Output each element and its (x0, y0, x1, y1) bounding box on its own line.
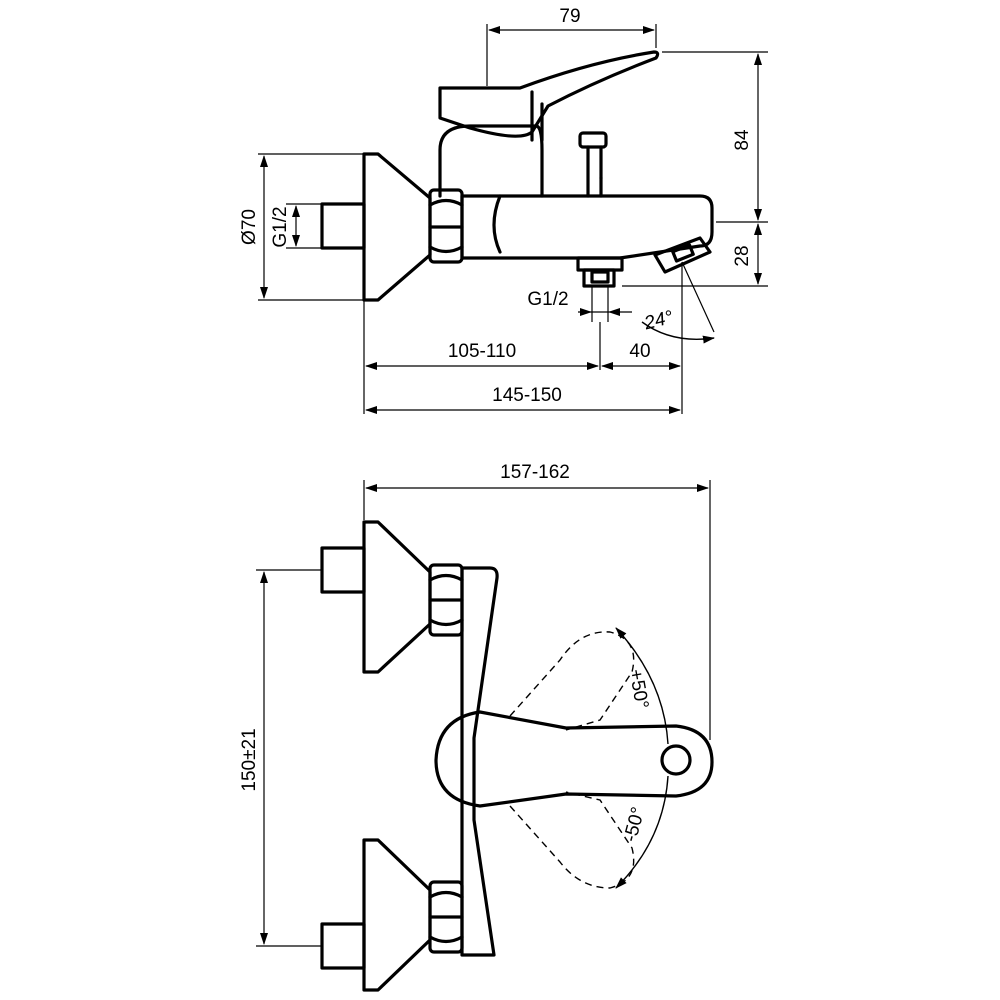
side-view: 79 84 28 Ø70 G1/2 (239, 6, 768, 414)
top-lever-tip (660, 744, 692, 776)
top-lever-position-plus (509, 631, 635, 731)
top-mixer-body (460, 566, 499, 957)
side-inlet-nipple (320, 202, 366, 250)
dim-height-spout-label: 28 (732, 245, 753, 266)
side-mixer-body (460, 194, 714, 260)
dim-height-top-label: 84 (732, 129, 753, 151)
dim-outlet-to-spout-label: 40 (629, 341, 650, 362)
side-bottom-outlet (576, 256, 624, 288)
top-lower-hex-nut (428, 880, 464, 954)
dim-overall-depth-label: 157-162 (500, 462, 570, 483)
dim-height-spout: 28 (622, 223, 768, 287)
side-cartridge-housing (438, 124, 544, 198)
top-lever (434, 710, 714, 808)
side-body-highlight (492, 194, 502, 254)
top-upper-hex-nut (428, 563, 464, 637)
dim-spout-angle-label: 24° (641, 307, 675, 335)
dim-inlet-thread: G1/2 (270, 203, 322, 249)
dim-lever-reach-label: 79 (559, 6, 580, 27)
side-diverter-knob (578, 131, 608, 198)
side-hex-nut (428, 188, 464, 264)
dim-outlet-to-spout: 40 (601, 341, 681, 370)
dim-height-top: 84 (662, 51, 768, 223)
dim-lever-reach: 79 (486, 6, 657, 86)
dim-wall-to-outlet-label: 105-110 (448, 341, 516, 362)
side-lever-stem (530, 90, 544, 142)
side-wall-flange (362, 152, 432, 302)
top-view: 157-162 150±21 +50° -50° (239, 462, 714, 992)
dim-flange-diameter: Ø70 (239, 153, 364, 301)
dim-wall-to-outlet: 105-110 (363, 300, 601, 414)
top-lever-position-minus (509, 791, 635, 889)
dim-outlet-thread-label: G1/2 (527, 289, 568, 310)
dim-rotation-minus: -50° (615, 775, 669, 889)
dim-rotation-minus-label: -50° (620, 805, 649, 844)
top-lower-flange (362, 838, 432, 992)
dim-centre-distance-label: 150±21 (239, 728, 260, 791)
dim-spout-angle: 24° (641, 261, 715, 366)
side-spout-outlet (653, 236, 712, 274)
dim-inlet-thread-label: G1/2 (270, 206, 291, 247)
dim-wall-to-spout-label: 145-150 (492, 385, 562, 406)
dim-wall-to-spout: 145-150 (365, 366, 683, 414)
dim-centre-distance: 150±21 (239, 569, 322, 947)
dim-overall-depth: 157-162 (363, 462, 711, 740)
top-upper-nipple (320, 546, 366, 594)
side-lever (438, 50, 660, 138)
top-lower-nipple (320, 922, 366, 970)
dim-flange-diameter-label: Ø70 (239, 209, 260, 245)
top-upper-flange (362, 520, 432, 674)
dim-outlet-thread: G1/2 (527, 286, 632, 322)
